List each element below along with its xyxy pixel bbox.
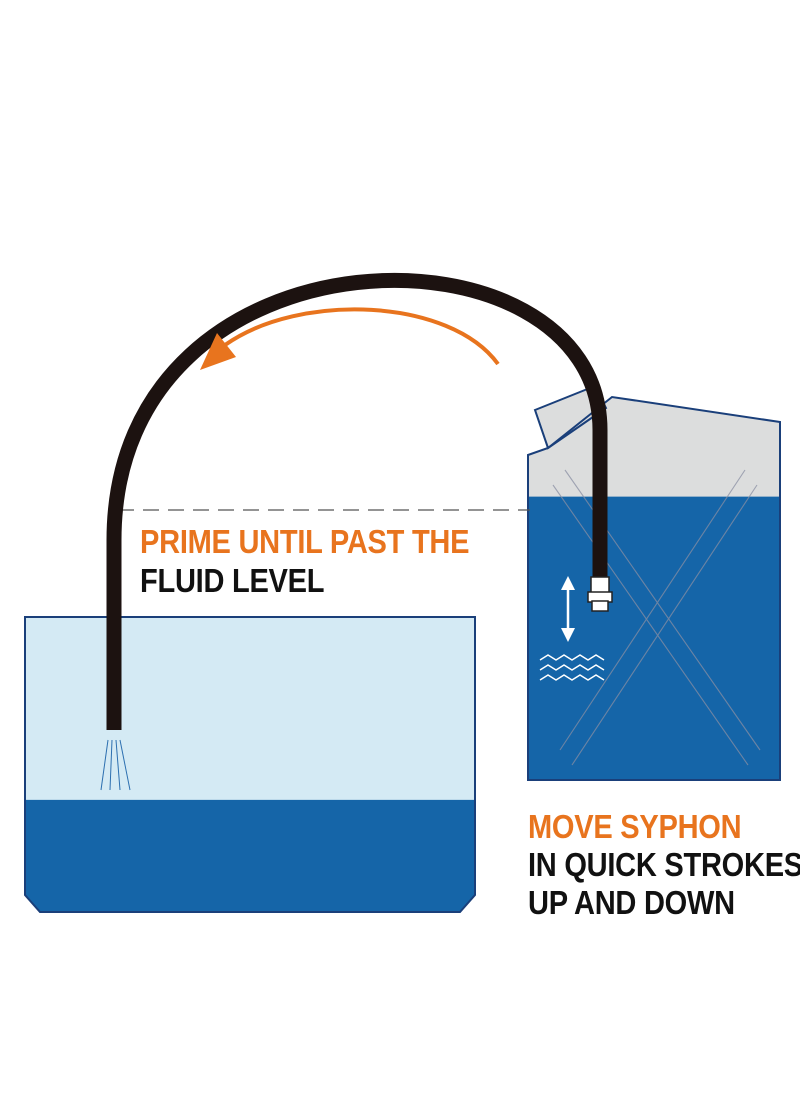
move-instruction-line3: UP AND DOWN (528, 884, 735, 921)
receiving-tank-outline (24, 616, 476, 913)
double-arrow-icon (561, 576, 575, 642)
prime-instruction-line1: PRIME UNTIL PAST THE (140, 523, 470, 560)
waves-icon (539, 654, 605, 681)
curved-arrow-icon (200, 307, 500, 370)
source-container-fluid (528, 496, 780, 780)
source-container-outline (527, 395, 781, 781)
source-container (527, 384, 781, 781)
outflow-stream (100, 739, 131, 791)
siphon-valve (587, 576, 613, 612)
move-instruction-line1: MOVE SYPHON (528, 808, 742, 845)
prime-instruction-line2: FLUID LEVEL (140, 562, 325, 599)
siphon-hose (106, 272, 608, 730)
receiving-tank (24, 616, 476, 913)
container-spout (533, 384, 608, 450)
receiving-tank-fluid (25, 799, 475, 912)
move-instruction-line2: IN QUICK STROKES (528, 846, 800, 883)
